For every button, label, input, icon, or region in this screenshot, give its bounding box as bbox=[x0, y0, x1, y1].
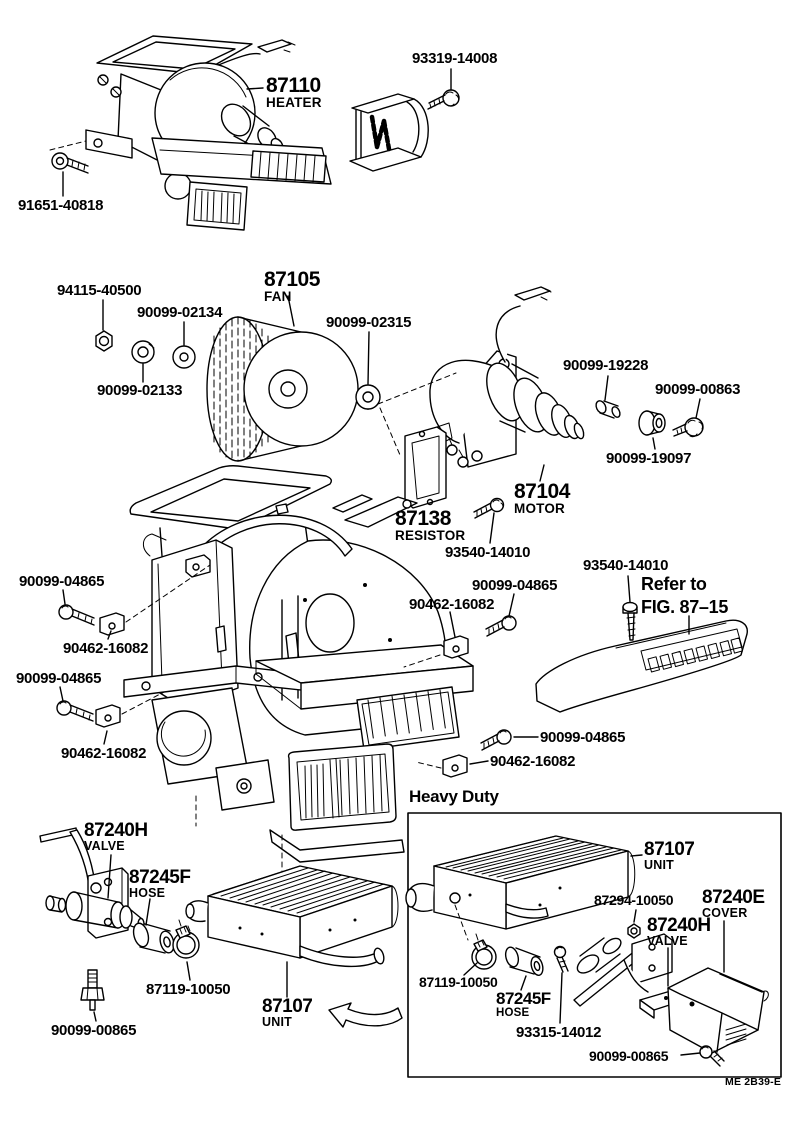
resistor-87138 bbox=[404, 422, 453, 509]
callout-94115-40500: 94115-40500 bbox=[57, 282, 142, 299]
callout-93540-14010-right: 93540-14010 bbox=[583, 557, 669, 574]
callout-87119-10050-hd: 87119-10050 bbox=[419, 974, 498, 990]
callout-90099-04865-b: 90099-04865 bbox=[16, 670, 102, 687]
stud-90099-00865-standard bbox=[80, 969, 105, 1011]
part-number: 87245F bbox=[496, 989, 551, 1008]
fan-87105 bbox=[206, 316, 359, 462]
screw-93540-left bbox=[473, 497, 505, 519]
note-line-1: Refer to bbox=[641, 574, 707, 594]
screw-93540-right bbox=[622, 601, 638, 641]
figure-code: ME 2B39-E bbox=[725, 1076, 782, 1088]
part-number: 87107 bbox=[262, 996, 313, 1017]
callout-90099-04865-d: 90099-04865 bbox=[540, 729, 626, 746]
heater-core-standard bbox=[185, 865, 399, 968]
part-name: UNIT bbox=[644, 857, 674, 872]
callout-87107-unit-std: 87107 UNIT bbox=[262, 996, 313, 1029]
part-number: 87105 bbox=[264, 268, 320, 291]
part-name: HOSE bbox=[129, 885, 166, 900]
part-name: HOSE bbox=[496, 1006, 530, 1019]
heavy-duty-title: Heavy Duty bbox=[409, 787, 499, 806]
part-name: FAN bbox=[264, 289, 292, 305]
callout-90462-16082-d: 90462-16082 bbox=[490, 753, 576, 770]
part-name: HEATER bbox=[266, 95, 322, 111]
callout-87245F-hose-std: 87245F HOSE bbox=[129, 867, 191, 900]
water-valve-standard bbox=[39, 827, 145, 939]
grommet-90099-19097 bbox=[638, 410, 666, 436]
callout-87104-motor: 87104 MOTOR bbox=[514, 480, 570, 517]
callout-87245F-hose-hd: 87245F HOSE bbox=[496, 990, 551, 1019]
dashed-washer-to-motor bbox=[377, 372, 457, 405]
part-number: 87104 bbox=[514, 480, 570, 503]
screw-93319 bbox=[427, 89, 460, 110]
callout-90462-16082-a: 90462-16082 bbox=[63, 640, 149, 657]
hose-hd bbox=[504, 946, 544, 976]
callout-87240H-valve-std: 87240H VALVE bbox=[84, 821, 148, 853]
hose-standard bbox=[132, 922, 175, 954]
callout-90099-19097: 90099-19097 bbox=[606, 450, 692, 467]
dashed-washer-to-resistor bbox=[379, 407, 401, 456]
hose-clamp-hd bbox=[471, 933, 497, 970]
part-number: 87240E bbox=[702, 887, 765, 908]
callout-87110-heater: 87110 HEATER bbox=[266, 74, 322, 111]
callout-87240H-valve-hd: 87240H VALVE bbox=[647, 916, 711, 948]
heavy-duty-inset bbox=[405, 812, 782, 1078]
heater-assembly-87110 bbox=[49, 35, 332, 231]
hose-clamp-standard bbox=[172, 919, 200, 959]
part-name: VALVE bbox=[647, 933, 688, 948]
callout-87240E-cover: 87240E COVER bbox=[702, 888, 765, 920]
part-name: UNIT bbox=[262, 1014, 292, 1029]
callout-91651-40818: 91651-40818 bbox=[18, 197, 104, 214]
callout-87119-10050-std: 87119-10050 bbox=[146, 981, 231, 998]
callout-87105-fan: 87105 FAN bbox=[264, 268, 320, 305]
callout-93319-14008: 93319-14008 bbox=[412, 50, 498, 67]
part-number: 87110 bbox=[266, 74, 321, 97]
callout-90099-00863: 90099-00863 bbox=[655, 381, 741, 398]
callout-90099-04865-a: 90099-04865 bbox=[19, 573, 105, 590]
callout-90099-19228: 90099-19228 bbox=[563, 357, 649, 374]
part-number: 87240H bbox=[647, 915, 711, 936]
callout-90462-16082-c: 90462-16082 bbox=[409, 596, 495, 613]
fan-fasteners bbox=[95, 330, 381, 410]
right-fasteners bbox=[403, 615, 517, 778]
callout-90099-00865-std: 90099-00865 bbox=[51, 1022, 137, 1039]
vent-grille-panel bbox=[535, 619, 748, 713]
callout-90099-04865-c: 90099-04865 bbox=[472, 577, 558, 594]
motor-87104 bbox=[429, 286, 585, 468]
main-blower-unit bbox=[123, 465, 474, 896]
screw-90099-00863 bbox=[672, 417, 704, 438]
callout-87294-10050: 87294-10050 bbox=[594, 892, 674, 908]
note-line-2: FIG. 87–15 bbox=[641, 596, 729, 617]
cover-87240E bbox=[667, 967, 769, 1054]
arrow-to-heavy-duty bbox=[328, 1002, 403, 1028]
pin-90099-19228 bbox=[595, 400, 621, 419]
callout-93315-14012: 93315-14012 bbox=[516, 1024, 602, 1041]
callout-90099-02315: 90099-02315 bbox=[326, 314, 412, 331]
screw-90099-00865-hd bbox=[699, 1045, 725, 1067]
part-number: 87245F bbox=[129, 867, 191, 888]
part-number: 87107 bbox=[644, 839, 695, 860]
callout-90462-16082-b: 90462-16082 bbox=[61, 745, 147, 762]
callout-87107-unit-hd: 87107 UNIT bbox=[644, 839, 695, 872]
callout-87138-resistor: 87138 RESISTOR bbox=[395, 507, 466, 544]
callout-90099-00865-hd: 90099-00865 bbox=[589, 1048, 669, 1064]
part-name: VALVE bbox=[84, 838, 125, 853]
left-fasteners bbox=[56, 564, 211, 728]
callout-93540-14010-left: 93540-14010 bbox=[445, 544, 531, 561]
callout-90099-02134: 90099-02134 bbox=[137, 304, 223, 321]
screw-93315 bbox=[553, 945, 569, 973]
part-name: COVER bbox=[702, 905, 748, 920]
refer-to-note: Refer to FIG. 87–15 bbox=[641, 573, 728, 618]
leader-lines bbox=[59, 68, 725, 1056]
part-number: 87240H bbox=[84, 820, 148, 841]
mount-bracket bbox=[349, 93, 429, 172]
part-name: MOTOR bbox=[514, 501, 565, 517]
part-name: RESISTOR bbox=[395, 528, 466, 544]
callout-90099-02133: 90099-02133 bbox=[97, 382, 183, 399]
nut-87294 bbox=[627, 923, 641, 939]
part-number: 87138 bbox=[395, 507, 451, 530]
